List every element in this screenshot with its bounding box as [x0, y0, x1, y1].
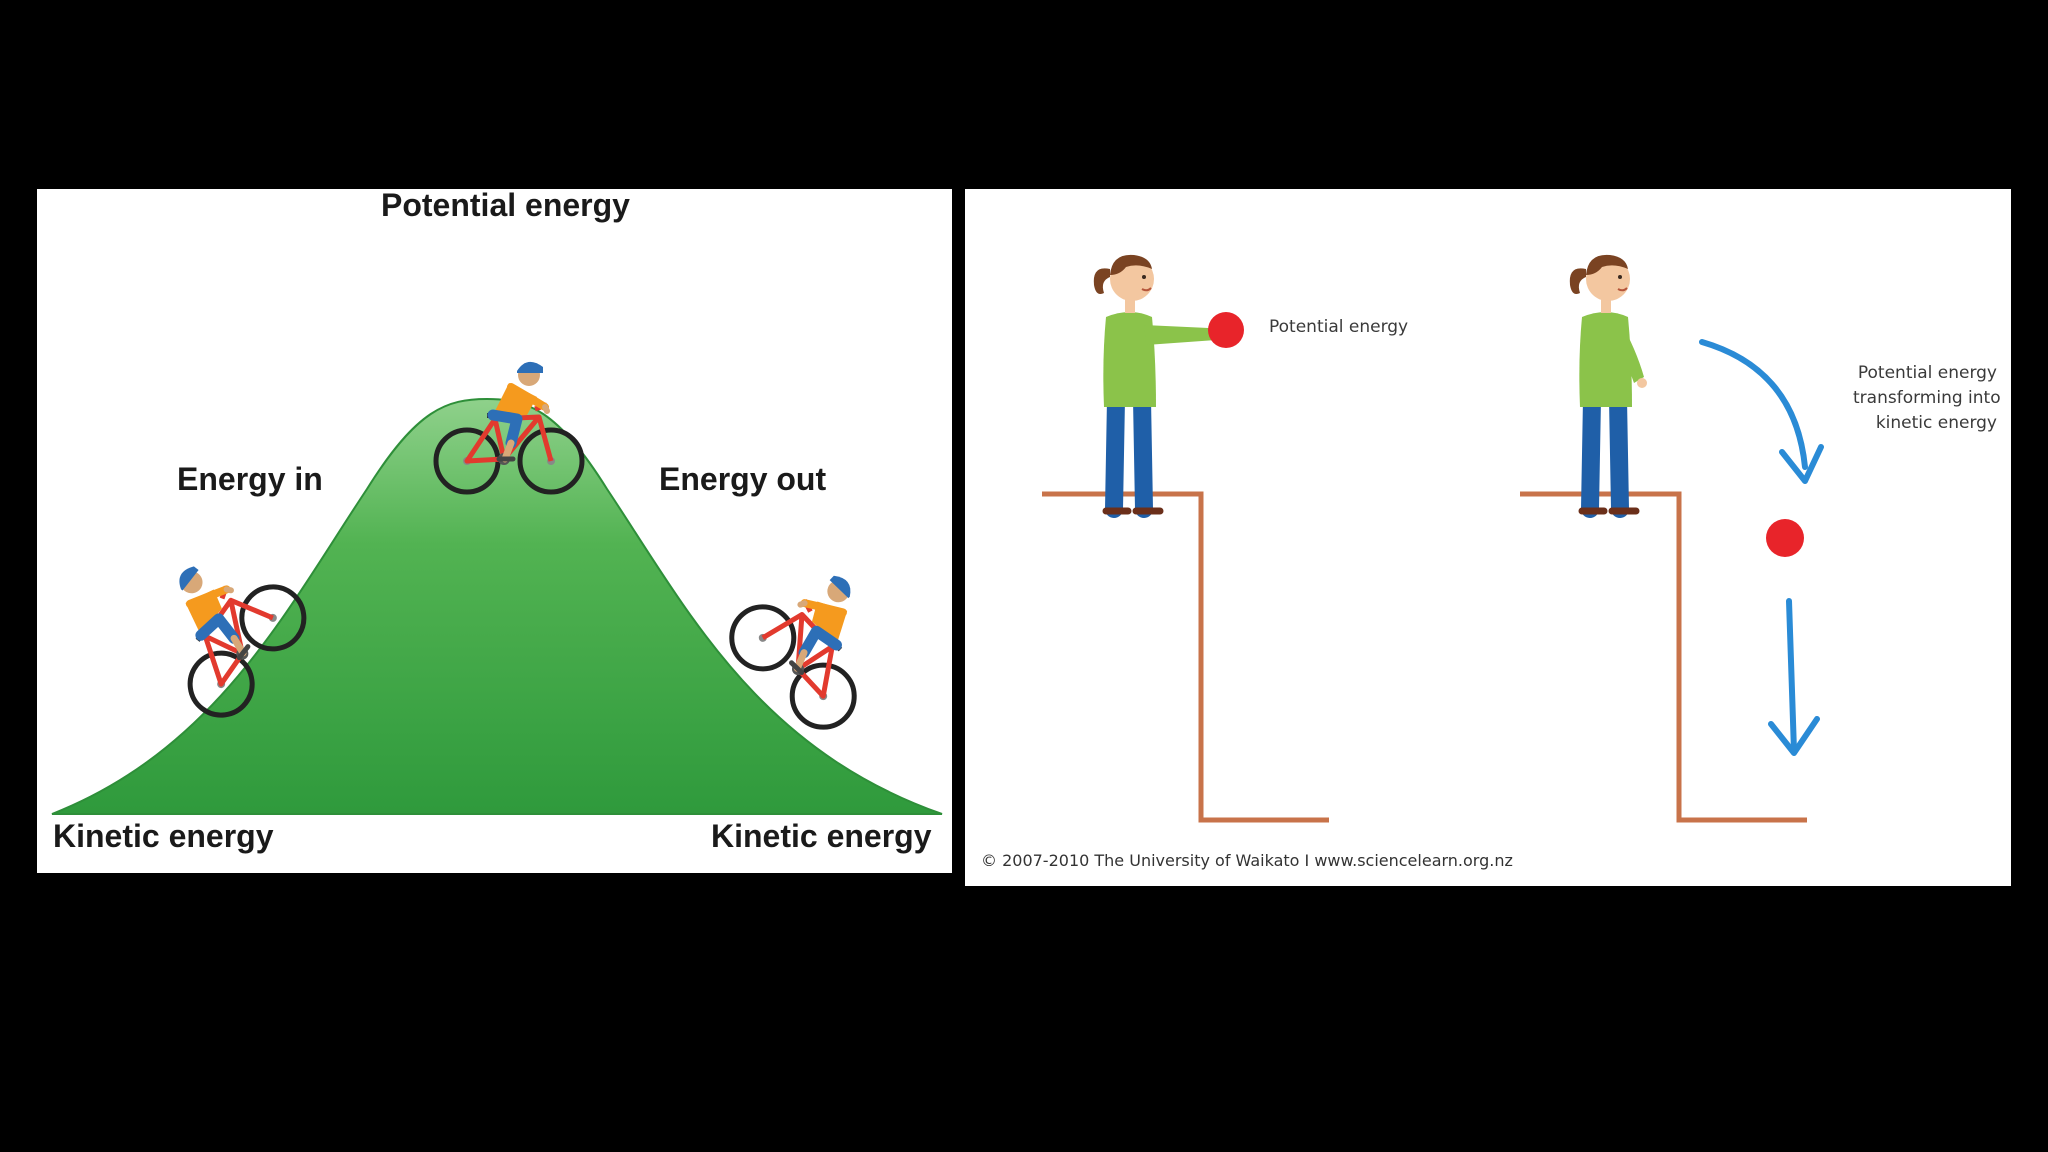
energy-in-label: Energy in: [177, 461, 323, 497]
bike-hill-diagram: Potential energy Energy in Energy out Ki…: [37, 189, 952, 873]
ball-drop-diagram: Potential energy Potential energy transf…: [965, 189, 2011, 886]
potential-energy-label: Potential energy: [381, 189, 630, 223]
ball-drop-illustration: [1042, 189, 1824, 823]
energy-out-label: Energy out: [659, 461, 827, 497]
hill: [51, 397, 943, 815]
ledge-left: [1042, 491, 1329, 823]
curved-arrow: [1699, 339, 1808, 470]
down-arrow: [1786, 598, 1797, 754]
potential-energy-caption: Potential energy: [1269, 317, 1409, 337]
kinetic-energy-right-label: Kinetic energy: [711, 818, 932, 854]
girl-released-ball: [1570, 255, 1647, 511]
potential-to-kinetic-caption-line-2: transforming into: [1853, 388, 2001, 408]
copyright-credit: © 2007-2010 The University of Waikato I …: [981, 851, 1513, 870]
kinetic-energy-left-label: Kinetic energy: [53, 818, 274, 854]
ball-held: [1208, 312, 1244, 348]
ledge-right: [1520, 491, 1807, 823]
girl-holding-ball: [1094, 255, 1240, 511]
potential-to-kinetic-caption-line-1: Potential energy: [1857, 363, 1997, 383]
ball-falling: [1766, 519, 1804, 557]
potential-to-kinetic-caption-line-3: kinetic energy: [1875, 413, 1997, 433]
bike-hill-illustration: [51, 189, 943, 815]
